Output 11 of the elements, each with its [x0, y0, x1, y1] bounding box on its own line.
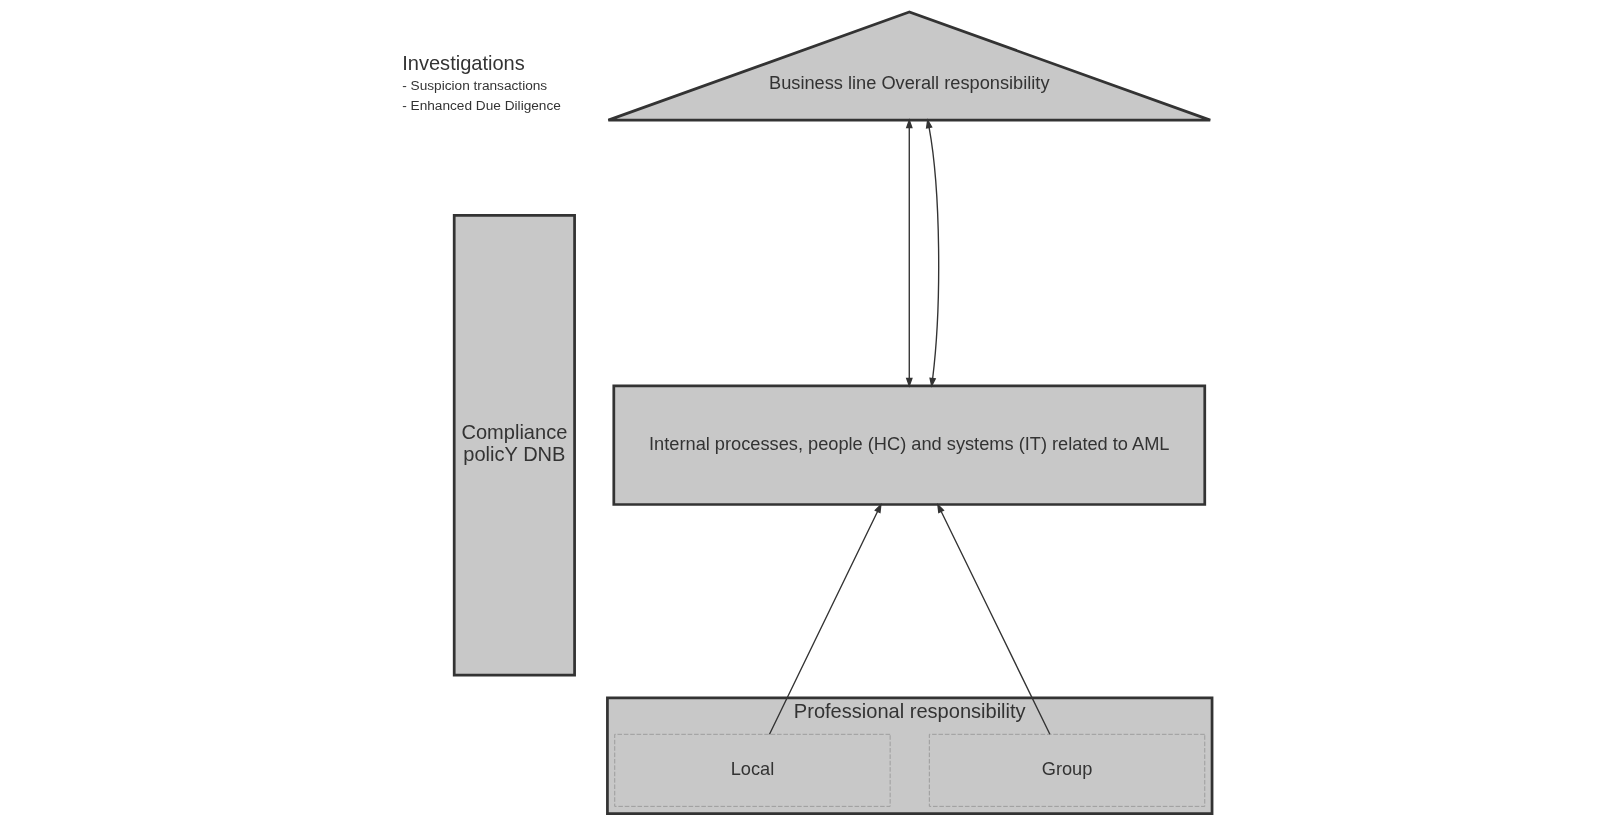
- node-box: Internal processes, people (HC) and systems (IT) related to AML: [612, 384, 1207, 506]
- arrow: [936, 502, 1051, 735]
- arrow: [905, 118, 913, 388]
- arrow: [925, 118, 940, 388]
- label: Investigations: [402, 52, 525, 75]
- node-box: Group: [928, 733, 1206, 807]
- node-box: Local: [614, 733, 891, 807]
- label: - Suspicion transactions: [402, 78, 548, 94]
- node-box: Compliance policY DNB: [452, 214, 576, 677]
- label: - Enhanced Due Diligence: [402, 97, 561, 113]
- arrow: [768, 502, 882, 735]
